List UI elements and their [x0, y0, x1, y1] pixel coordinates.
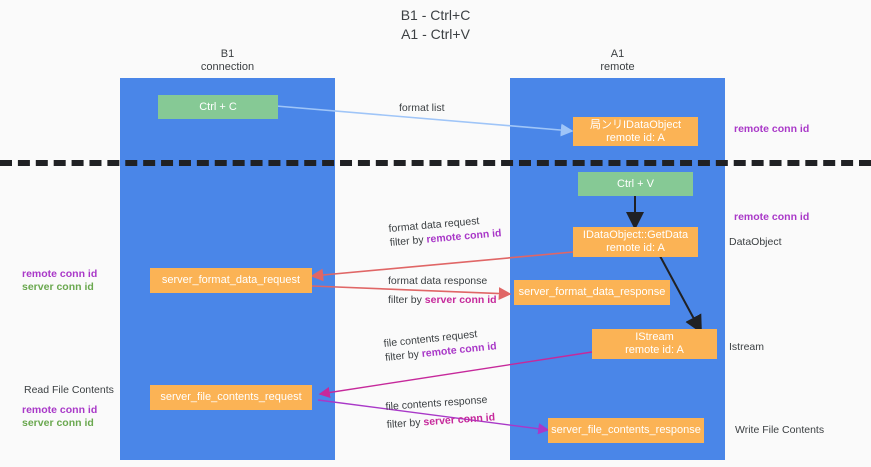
edge-label-format-list: format list	[399, 102, 445, 114]
lane-title-b1: B1 connection	[200, 48, 255, 73]
filter-prefix: filter by	[388, 294, 425, 306]
right-label-remote-conn-id-mid: remote conn id	[734, 211, 810, 223]
filter-prefix: filter by	[384, 348, 423, 364]
phase-divider	[0, 160, 871, 166]
edge-label-format-data-response-text: format data response	[388, 275, 488, 287]
edge-label-file-contents-response: file contents response filter by server …	[385, 392, 496, 431]
left-label-server-conn-id: server conn id	[22, 281, 94, 293]
box-ctrl-v[interactable]: Ctrl + V	[578, 172, 693, 196]
right-label-dataobject: DataObject	[729, 236, 782, 248]
filter-key-server-conn-id: server conn id	[424, 294, 497, 306]
right-label-remote-conn-id-top: remote conn id	[734, 123, 810, 135]
left-label-server-conn-id-2: server conn id	[22, 417, 94, 429]
box-idataobject-getdata[interactable]: IDataObject::GetData remote id: A	[573, 227, 698, 257]
box-server-format-data-request[interactable]: server_format_data_request	[150, 268, 312, 293]
filter-key-server-conn-id: server conn id	[423, 411, 496, 429]
box-server-file-contents-request[interactable]: server_file_contents_request	[150, 385, 312, 410]
edge-label-format-data-response-filter: filter by server conn id	[388, 293, 497, 307]
left-label-remote-conn-id: remote conn id	[22, 268, 98, 280]
left-label-read-file-contents: Read File Contents	[24, 384, 114, 396]
box-ctrl-c[interactable]: Ctrl + C	[158, 95, 278, 119]
box-istream[interactable]: IStream remote id: A	[592, 329, 717, 359]
filter-prefix: filter by	[389, 233, 427, 249]
edge-label-file-contents-request: file contents request filter by remote c…	[383, 325, 497, 365]
edge-label-format-data-response: format data response filter by server co…	[388, 274, 497, 307]
box-idataobject[interactable]: 局ンリIDataObject remote id: A	[573, 117, 698, 146]
box-server-format-data-response[interactable]: server_format_data_response	[514, 280, 670, 305]
diagram-title: B1 - Ctrl+C A1 - Ctrl+V	[400, 7, 471, 42]
right-label-istream: Istream	[729, 341, 765, 353]
box-server-file-contents-response[interactable]: server_file_contents_response	[548, 418, 704, 443]
lane-title-a1: A1 remote	[600, 48, 635, 73]
filter-prefix: filter by	[386, 416, 424, 431]
edge-label-file-contents-response-filter: filter by server conn id	[386, 410, 495, 432]
edge-label-format-data-request: format data request filter by remote con…	[388, 212, 502, 250]
right-label-write-file-contents: Write File Contents	[735, 424, 825, 436]
left-label-remote-conn-id-2: remote conn id	[22, 404, 98, 416]
